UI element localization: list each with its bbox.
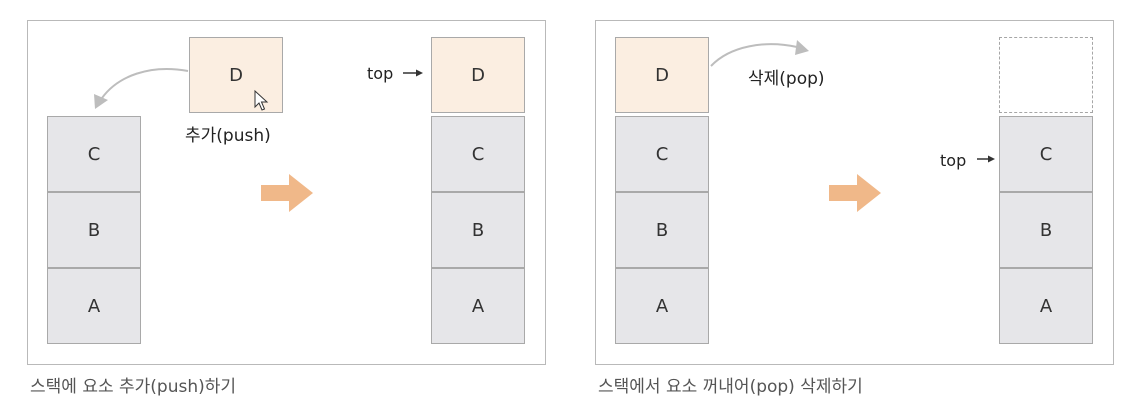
push-result-cell: B — [431, 192, 525, 268]
push-caption: 스택에 요소 추가(push)하기 — [30, 377, 237, 397]
pop-stack-cell: C — [615, 116, 709, 192]
pop-removed-slot — [999, 37, 1093, 113]
pop-result-cell: A — [999, 268, 1093, 344]
push-incoming-cell: D — [189, 37, 283, 113]
push-top-label: top — [367, 64, 394, 83]
pop-operation-label: 삭제(pop) — [748, 69, 825, 89]
pop-top-label: top — [940, 151, 967, 170]
pop-caption: 스택에서 요소 꺼내어(pop) 삭제하기 — [598, 377, 863, 397]
pop-stack-cell: B — [615, 192, 709, 268]
push-stack-cell: B — [47, 192, 141, 268]
pop-stack-cell: A — [615, 268, 709, 344]
pop-result-cell: B — [999, 192, 1093, 268]
push-stack-cell: C — [47, 116, 141, 192]
pop-stack-cell: D — [615, 37, 709, 113]
push-stack-cell: A — [47, 268, 141, 344]
push-result-cell: A — [431, 268, 525, 344]
push-result-cell: D — [431, 37, 525, 113]
push-operation-label: 추가(push) — [185, 126, 271, 146]
push-result-cell: C — [431, 116, 525, 192]
pop-result-cell: C — [999, 116, 1093, 192]
